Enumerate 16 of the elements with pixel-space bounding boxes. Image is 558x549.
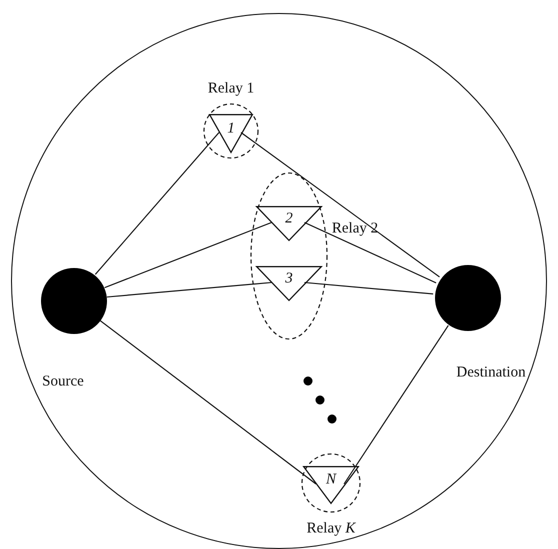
relay-number: 1: [227, 121, 235, 136]
relay-label: Relay K: [306, 522, 356, 536]
node-caption: Source: [42, 374, 84, 390]
relay-number: 3: [285, 272, 293, 287]
node-caption: Destination: [456, 366, 526, 380]
relay-number: 2: [285, 212, 293, 227]
connector-line: [106, 282, 272, 298]
relay-label: Relay 1: [208, 82, 254, 96]
connector-line: [104, 222, 272, 288]
connector-line: [94, 132, 220, 275]
relay-number: N: [326, 472, 336, 488]
connector-line: [304, 282, 434, 295]
connector-line: [304, 222, 436, 284]
boundary-circle: [11, 13, 547, 549]
connector-line: [240, 132, 440, 278]
connector-line: [344, 325, 449, 484]
